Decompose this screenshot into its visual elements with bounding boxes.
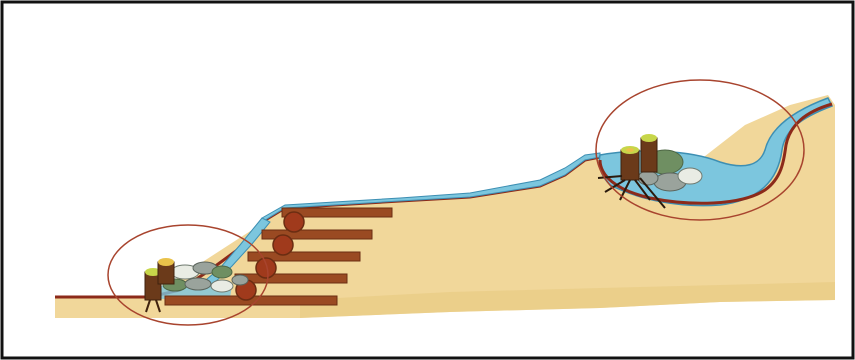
- lower-stump: [144, 258, 175, 313]
- log-end-1: [283, 211, 305, 233]
- timber-step-1: [281, 207, 393, 218]
- lower-stones: [162, 261, 249, 293]
- upper-stump: [597, 134, 666, 209]
- log-end-2: [272, 234, 294, 256]
- timber-steps: [164, 207, 393, 306]
- highlight-circle-upper: [595, 79, 805, 221]
- log-end-3: [255, 257, 277, 279]
- highlight-circle-lower: [107, 224, 269, 326]
- log-ends: [235, 211, 305, 301]
- timber-step-2: [261, 229, 373, 240]
- hillside-shade: [300, 282, 835, 318]
- timber-step-3: [247, 251, 361, 262]
